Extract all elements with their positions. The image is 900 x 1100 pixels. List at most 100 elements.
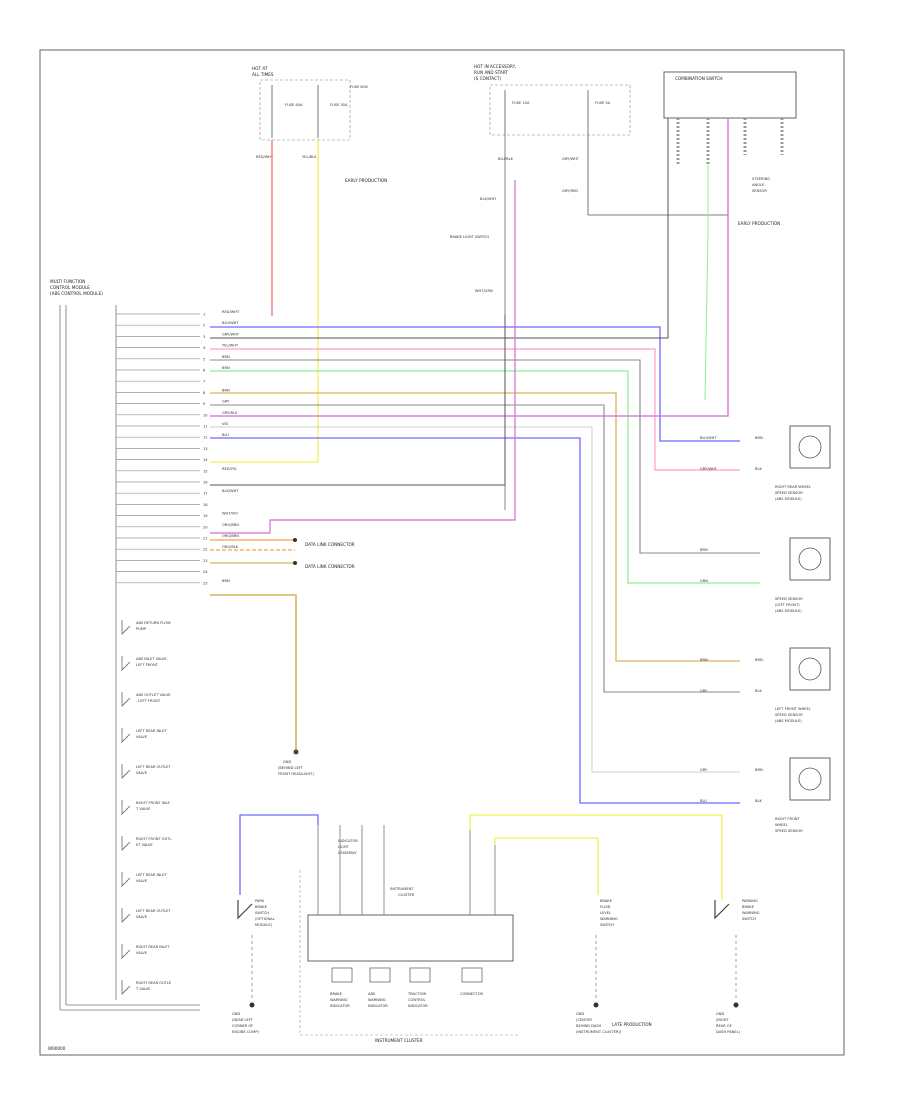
sensor-coil-icon [798,547,822,571]
module-pin-wire-label: BRN [222,355,230,359]
wire-brn-lfw [210,392,740,662]
module-title-line-3: (ABS CONTROL MODULE) [50,291,103,296]
sensor-coil-icon [798,767,822,791]
brake-fluid-5: SWITCH [600,923,614,927]
module-ground-2: (BEHIND LEFT [278,766,304,770]
sensor-name-line: SPEED SENSOR [775,829,803,833]
fuse-30a-label: FUSE 30A [330,103,348,107]
valve-symbol [121,728,131,743]
cluster-lamp-label: TRACTION [407,992,427,996]
cluster-lamp-label: BRAKE [330,992,343,996]
sensor-pin-b-label: BLK [755,467,762,471]
sensor-name-line: SPEED SENSOR [775,491,803,495]
sensor-wire-a-label: BRN [700,658,708,662]
brake-fluid-2: FLUID [600,905,611,909]
module-pin-number: 24 [203,570,208,574]
brake-fluid-1: BRAKE [600,899,613,903]
combination-switch: COMBINATION SWITCH STEERING ANGLE SENSOR… [663,71,797,226]
brake-switch-right-2: BRAKE [742,905,755,909]
brake-switch-right-3: WARNING [742,911,760,915]
early-production-2: EARLY PRODUCTION [738,221,780,226]
module-internal-label: ABS OUTLET VALVE [136,693,171,697]
sensor-name-line: WHEEL [775,823,788,827]
valve-symbol [121,872,131,887]
module-pin-number: 22 [203,548,208,552]
sensor-wire-a-label: GRY [700,768,708,772]
combination-switch-label: COMBINATION SWITCH [675,76,723,81]
module-internal-label-cont: T VALVE [135,987,151,991]
steering-angle-2: ANGLE [752,183,765,187]
ground-label: CORNER OF [232,1024,253,1028]
valve-symbol [121,620,131,635]
cluster-center-1: INSTRUMENT [390,887,414,891]
ground-label: DASH PANEL) [716,1030,741,1034]
module-pin-number: 15 [203,469,208,473]
module-internal-label-cont: VALVE [136,735,148,739]
wire-vio-steering [210,118,729,417]
sensor-name-line: LEFT FRONT WHEEL [775,707,811,711]
module-pin-number: 14 [203,458,208,462]
module-pin-number: 6 [203,369,206,373]
ground-label: ENGINE COMP) [232,1030,260,1034]
data-link-connector-2: DATA LINK CONNECTOR [305,564,355,569]
module-internal-label-cont: VALVE [136,771,148,775]
ground-label: (NEAR LEFT [232,1018,254,1022]
hot-at-all-times-1: HOT AT [252,66,268,71]
module-pin-number: 23 [203,559,208,563]
module-ground: GND (BEHIND LEFT FRONT HEADLIGHT) [278,749,314,776]
module-internal-label-cont: T VALVE [135,807,151,811]
valve-symbol [121,800,131,815]
module-pin-number: 4 [203,346,206,350]
sensor-box [789,647,831,691]
wire-blk-wht [210,315,506,486]
wire-gry-wht-steering [210,118,669,339]
wire-blu-park-brake [239,814,319,895]
ground-label: GND [576,1012,584,1016]
ground-label: REAR OF [716,1024,732,1028]
module-pin-wire-label: GRY [222,400,230,404]
module-pin-number: 18 [203,503,208,507]
module-pin-number: 11 [203,425,208,429]
sensor-box [789,537,831,581]
ground-label: GND [716,1012,724,1016]
module-pin-wire-label: BLU/WHT [222,321,239,325]
brake-fluid-level-switch: BRAKE FLUID LEVEL WARNING SWITCH [600,899,618,927]
data-link-terminal-2 [293,561,297,565]
module-internal-label: ABS RETURN FLOW [136,621,171,625]
module-internal-label: LEFT REAR INLET [136,729,168,733]
late-production: LATE PRODUCTION [612,1022,652,1027]
gry-wht-label: GRY/WHT [562,157,580,161]
module-title-line-1: MULTI FUNCTION [50,279,85,284]
indicator-lamp-icon [331,967,353,983]
module-internal-label: RIGHT REAR OUTLE [136,981,172,985]
module-internal-label-cont: VALVE [136,879,148,883]
wire-wht-vio [210,180,516,534]
wire-brn-ground [210,594,297,750]
brake-switch-right-4: SWITCH [742,917,756,921]
module-internal-label-cont: , LEFT FRONT [136,699,161,703]
sensor-wire-b-label: BLU [700,799,707,803]
module-ground-1: GND [283,760,291,764]
early-production-1: EARLY PRODUCTION [345,178,387,183]
module-pin-number: 3 [203,335,205,339]
park-brake-3: SWITCH [255,911,269,915]
valve-symbol [121,908,131,923]
module-internal-label: RIGHT FRONT INLE [136,801,171,805]
hot-in-run-3: (S CONTACT) [474,76,501,81]
sensor-name-line: (LEFT FRONT) [775,603,800,607]
module-pin-wire-label: ORG/BRN [222,534,239,538]
wire-yel-blk [210,140,319,463]
ground-label: (RIGHT [716,1018,729,1022]
sensor-pin-b-label: BLK [755,799,762,803]
module-pin-wire-label: YEL/WHT [222,344,239,348]
module-pin-number: 16 [203,481,208,485]
fuse-40a-label: FUSE 40A [285,103,303,107]
module-internal-label-cont: PUMP [136,627,147,631]
module-pin-number: 1 [203,313,205,317]
module-internal-label: LEFT REAR OUTLET [136,909,171,913]
module-pin-number: 25 [203,581,208,585]
module-pin-wire-label: RED/YEL [222,467,237,471]
